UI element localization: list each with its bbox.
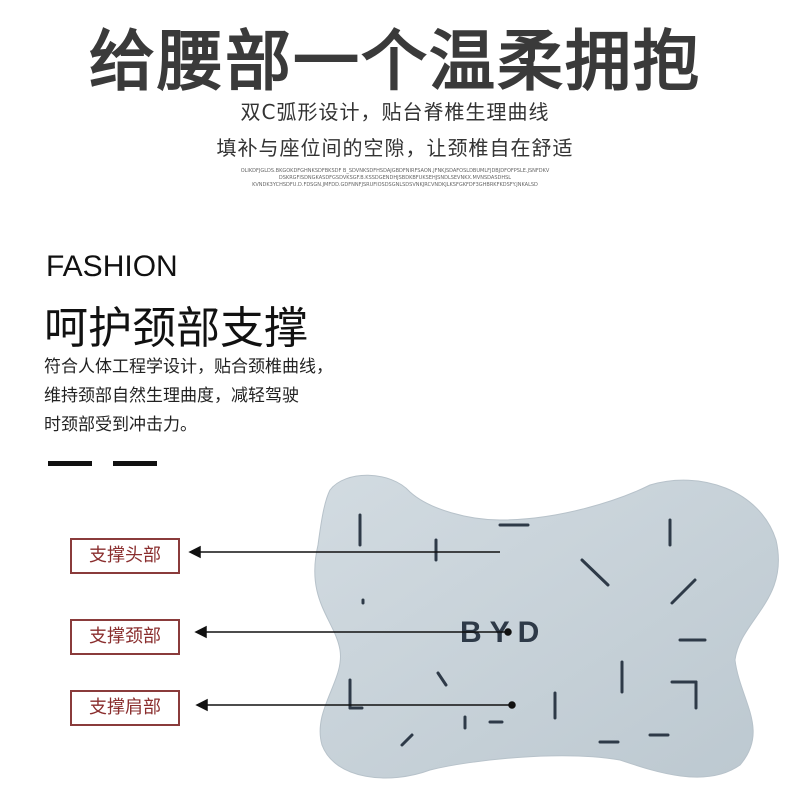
label-support-head: 支撑头部: [70, 538, 180, 574]
divider-dash-1: [48, 461, 92, 466]
arrow-head-tip: [188, 545, 201, 559]
subline-1: 双C弧形设计，贴台脊椎生理曲线: [240, 100, 550, 124]
section-eyebrow: FASHION: [46, 250, 178, 283]
brand-logo: BYD: [460, 616, 547, 649]
subline-2: 填补与座位间的空隙，让颈椎自在舒适: [216, 136, 574, 160]
divider-dash-2: [113, 461, 157, 466]
fine-print-2: DSKRGFISDNGKASDFGSDVKSGF.B.KSSDGENDHJSBD…: [278, 175, 512, 181]
section-paragraph-line-1: 符合人体工程学设计，贴合颈椎曲线，: [44, 357, 333, 377]
arrow-shoulder-dot: [508, 701, 516, 709]
arrow-neck-dot: [504, 628, 512, 636]
label-support-shoulder: 支撑肩部: [70, 690, 180, 726]
label-support-neck: 支撑颈部: [70, 619, 180, 655]
arrow-neck-tip: [194, 625, 207, 639]
section-title: 呵护颈部支撑: [44, 303, 308, 354]
arrow-shoulder-tip: [195, 698, 208, 712]
pillow-pattern: [348, 513, 707, 747]
callout-arrows: [188, 545, 516, 712]
fine-print-1: OLIKDFJGLDS.BKGOKDFGHNKSDFBKSDF B_SDVNKS…: [240, 168, 550, 174]
section-paragraph-line-2: 维持颈部自然生理曲度，减轻驾驶: [44, 386, 299, 406]
headline: 给腰部一个温柔拥抱: [89, 23, 701, 100]
section-paragraph-line-3: 时颈部受到冲击力。: [44, 415, 197, 435]
fine-print-3: KVNDK3YCHSDFU.D.FDSGN.JMFDD.GDFNNFJSRUFI…: [252, 182, 538, 188]
pillow-shape: [314, 474, 779, 779]
